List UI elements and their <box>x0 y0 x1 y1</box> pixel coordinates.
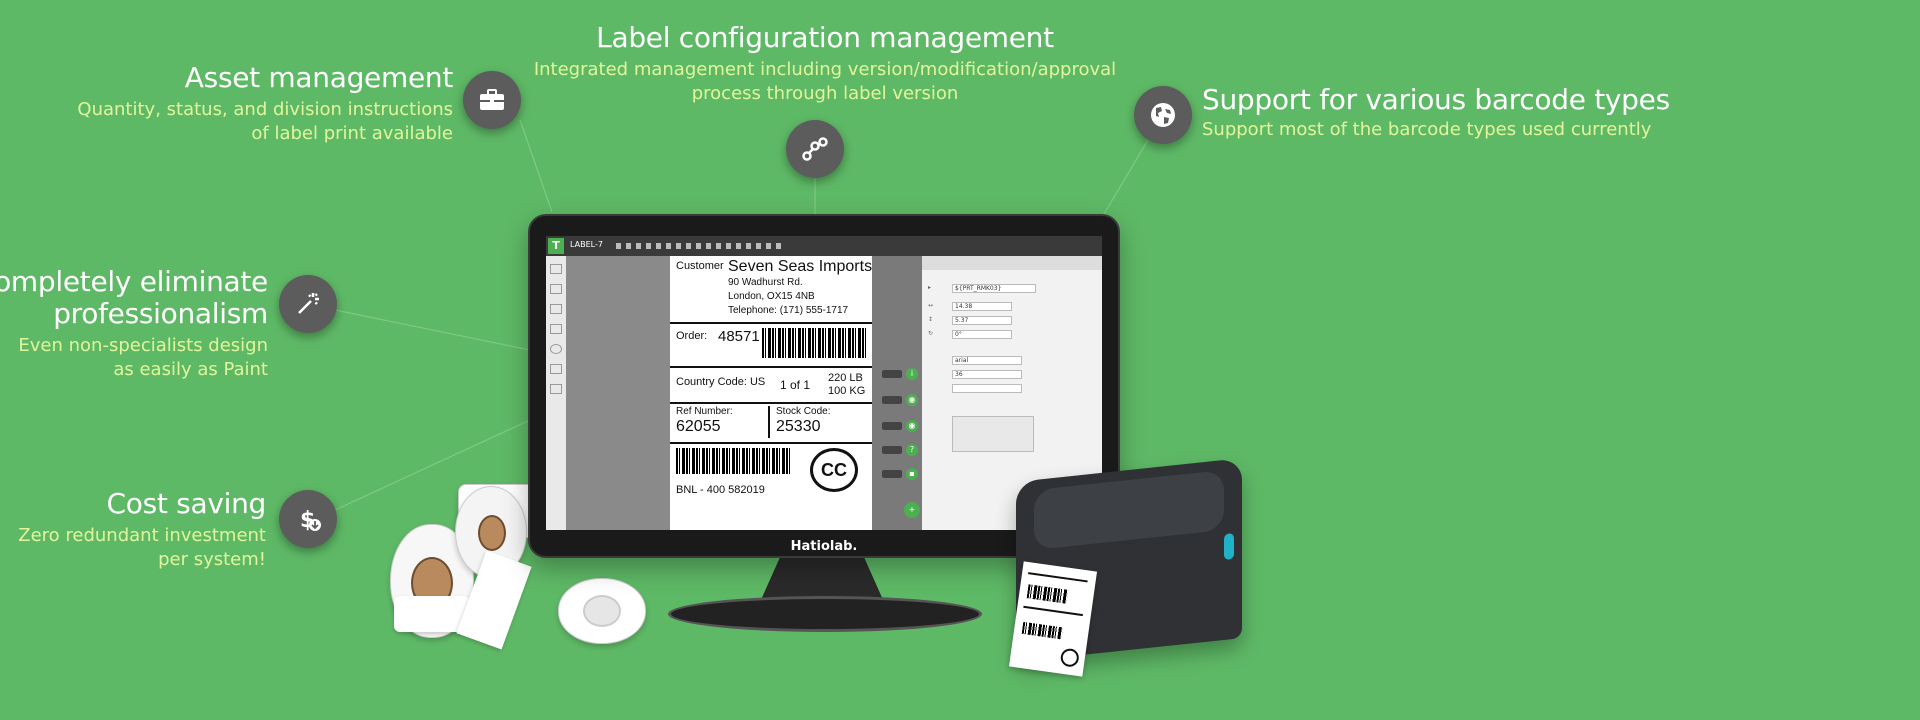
ref-number: 62055 <box>676 418 721 435</box>
expression-field[interactable]: ${PRT_RMK03} <box>952 284 1036 293</box>
feature-title: Cost saving <box>106 487 267 520</box>
tool-text-icon[interactable] <box>550 364 562 374</box>
company-name: Seven Seas Imports <box>728 258 873 275</box>
feature-description: Quantity, status, and division instructi… <box>77 99 453 144</box>
feature-title: Label configuration management <box>596 21 1054 54</box>
magic-wand-icon <box>279 275 337 333</box>
font-field[interactable]: arial <box>952 356 1022 365</box>
feature-label-configuration: Label configuration management Integrate… <box>520 22 1130 106</box>
info-icon[interactable]: i <box>906 368 918 380</box>
width-field[interactable]: 14.38 <box>952 302 1012 311</box>
height-field[interactable]: 5.37 <box>952 316 1012 325</box>
alignment-box[interactable] <box>952 416 1034 452</box>
tool-select-icon[interactable] <box>550 264 562 274</box>
tool-image-icon[interactable] <box>550 384 562 394</box>
address-line-1: 90 Wadhurst Rd. <box>728 277 803 288</box>
monitor-stand <box>760 552 884 602</box>
feature-cost-saving: Cost saving Zero redundant investment pe… <box>0 488 266 572</box>
address-line-2: London, OX15 4NB <box>728 291 815 302</box>
release-icon[interactable]: ? <box>906 444 918 456</box>
label-preview[interactable]: Customer Seven Seas Imports 90 Wadhurst … <box>670 256 872 530</box>
preview-all-icon[interactable]: ◉ <box>906 420 918 432</box>
country-code: Country Code: US <box>676 376 766 388</box>
save-icon[interactable]: ▪ <box>906 468 918 480</box>
weight-kg: 100 KG <box>828 385 866 397</box>
action-buttons: i ◉ ◉ ? ▪ + <box>872 256 922 530</box>
customer-label: Customer <box>676 260 724 272</box>
feature-title: Support for various barcode types <box>1202 83 1670 116</box>
stock-number: 25330 <box>776 418 821 435</box>
feature-barcode-types: Support for various barcode types Suppor… <box>1202 84 1822 142</box>
feature-title: Asset management <box>184 61 454 94</box>
briefcase-icon <box>463 71 521 129</box>
tool-barcode-icon[interactable] <box>550 284 562 294</box>
properties-panel: ▸${PRT_RMK03} ↔14.38 ↕5.37 ↻0° arial 36 <box>922 256 1102 530</box>
rotation-field[interactable]: 0° <box>952 330 1012 339</box>
phone-number: Telephone: (171) 555-1717 <box>728 305 849 316</box>
pieces-count: 1 of 1 <box>780 378 811 392</box>
bottom-barcode <box>676 448 792 474</box>
feature-title: Completely eliminate professionalism <box>0 265 268 330</box>
toolbar-buttons[interactable] <box>616 243 786 249</box>
panel-tabs[interactable] <box>922 256 1102 270</box>
printer-button <box>1224 532 1234 561</box>
dollar-down-icon: $ <box>279 490 337 548</box>
feature-eliminate-professionalism: Completely eliminate professionalism Eve… <box>0 266 268 382</box>
font-size-field[interactable]: 36 <box>952 370 1022 379</box>
order-number: 48571 <box>718 328 760 345</box>
monitor-brand: Hatiolab. <box>790 539 858 554</box>
printed-label-image <box>1008 561 1098 677</box>
tool-line-icon[interactable] <box>550 304 562 314</box>
workflow-nodes-icon <box>786 120 844 178</box>
weight-lb: 220 LB <box>828 372 863 384</box>
design-canvas[interactable] <box>566 256 670 530</box>
bnl-code: BNL - 400 582019 <box>676 484 765 496</box>
feature-asset-management: Asset management Quantity, status, and d… <box>33 62 453 146</box>
order-label: Order: <box>676 330 708 342</box>
app-title-bar: T LABEL-7 <box>546 236 1102 256</box>
globe-icon <box>1134 86 1192 144</box>
app-logo: T <box>548 238 564 254</box>
order-barcode <box>762 328 866 358</box>
label-designer-screen: T LABEL-7 Customer Seven Seas Imports 90… <box>546 236 1102 530</box>
stock-label: Stock Code: <box>776 406 831 417</box>
cc-logo: CC <box>810 448 858 492</box>
tool-circle-icon[interactable] <box>550 344 562 354</box>
monitor-base <box>668 596 982 632</box>
app-title: LABEL-7 <box>570 240 603 249</box>
preview-icon[interactable]: ◉ <box>906 394 918 406</box>
ref-label: Ref Number: <box>676 406 733 417</box>
tool-palette[interactable] <box>546 256 566 530</box>
monitor: T LABEL-7 Customer Seven Seas Imports 90… <box>528 214 1120 558</box>
feature-description: Integrated management including version/… <box>533 59 1117 104</box>
feature-description: Even non-specialists design as easily as… <box>18 335 268 380</box>
tool-rect-icon[interactable] <box>550 324 562 334</box>
feature-description: Support most of the barcode types used c… <box>1202 119 1652 140</box>
feature-description: Zero redundant investment per system! <box>18 525 266 570</box>
add-icon[interactable]: + <box>904 502 920 518</box>
